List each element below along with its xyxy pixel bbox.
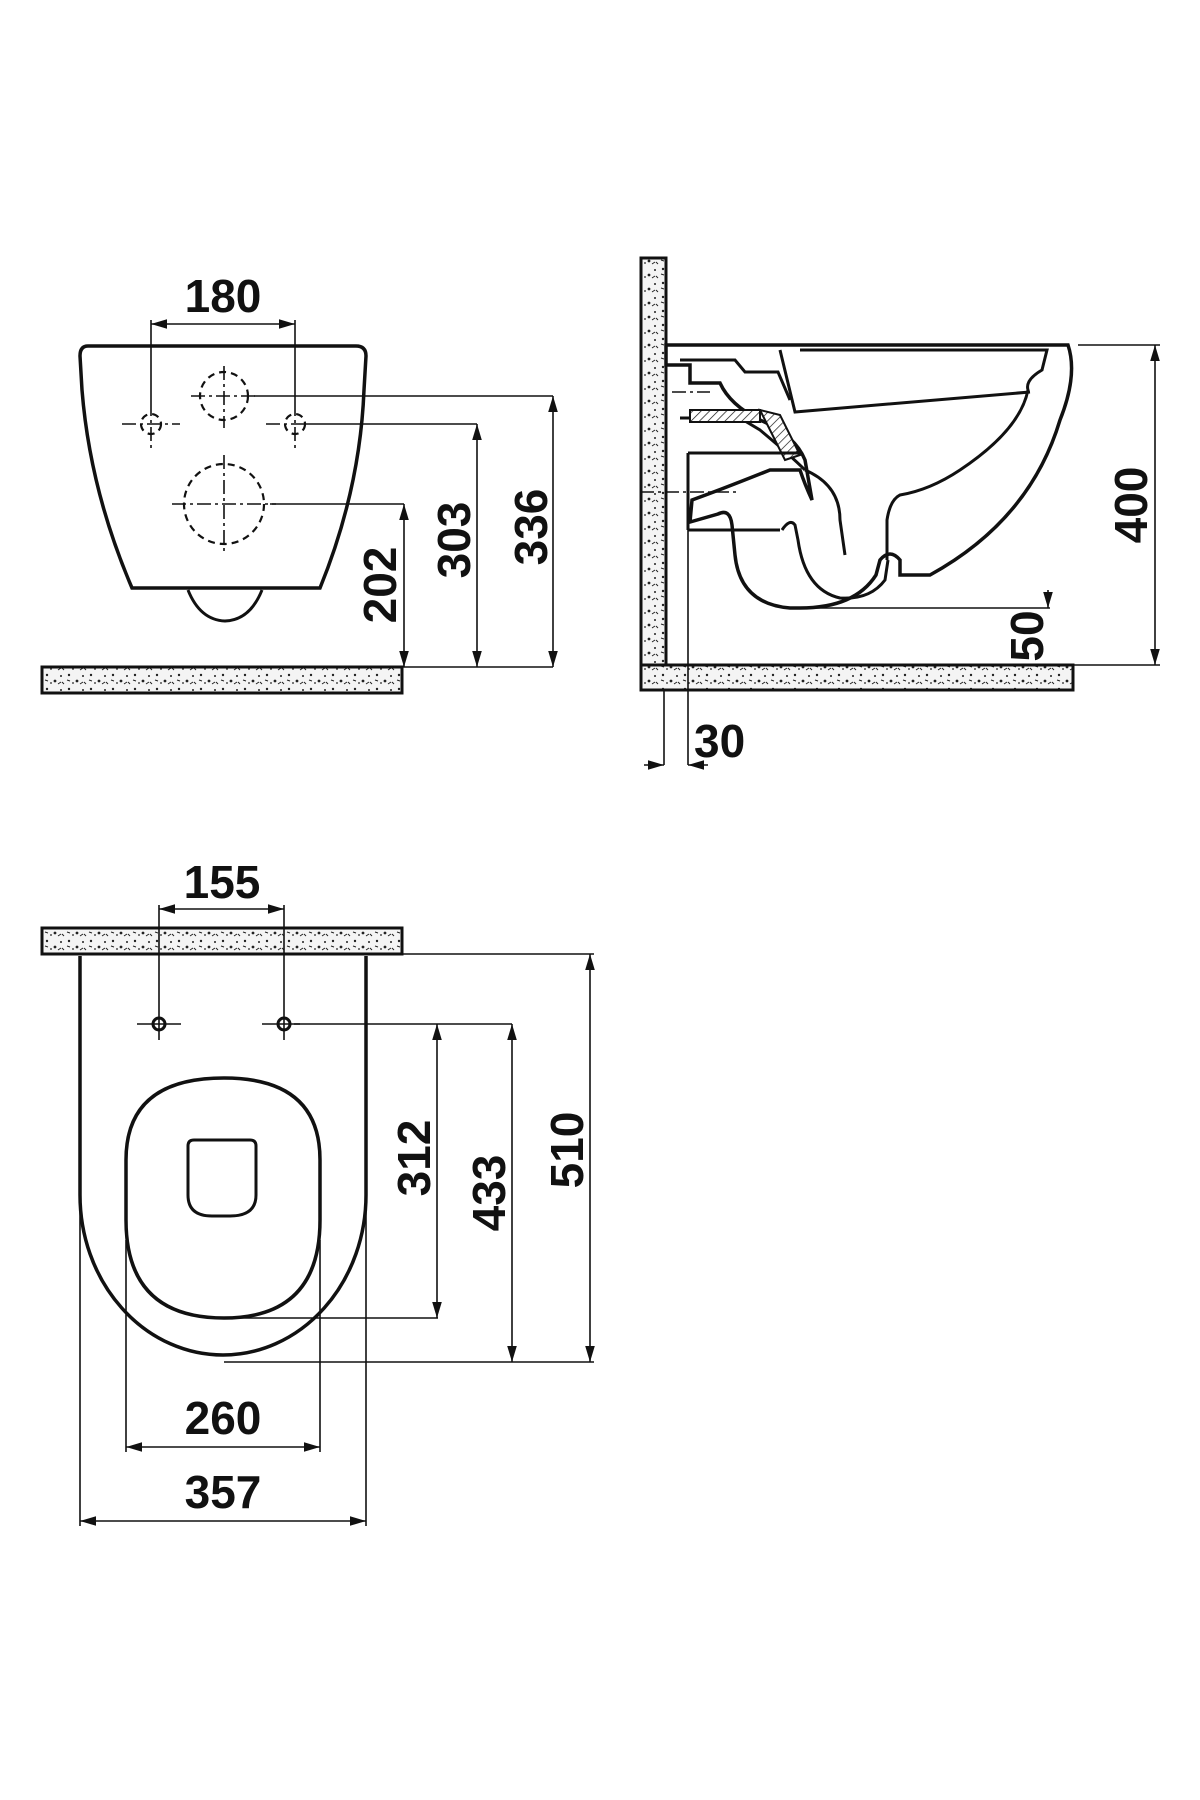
dimension-50: 50	[810, 590, 1053, 662]
svg-text:260: 260	[185, 1392, 262, 1444]
dimension-357: 357	[79, 1195, 367, 1526]
svg-text:312: 312	[388, 1120, 440, 1197]
dimension-312: 312	[388, 1024, 442, 1318]
svg-text:357: 357	[185, 1466, 262, 1518]
seat-outline	[124, 1076, 322, 1320]
top-view: 155 312 433 510 260	[40, 856, 595, 1526]
rim-channel	[778, 349, 1031, 414]
bowl-front-outline	[78, 344, 368, 590]
front-view: 180 202 303 336	[40, 270, 558, 695]
bowl-top-outline	[78, 956, 368, 1357]
dimension-30: 30	[644, 530, 745, 770]
svg-text:433: 433	[463, 1155, 515, 1232]
svg-text:400: 400	[1105, 467, 1157, 544]
inlet-hatched-wall	[689, 409, 761, 423]
svg-text:510: 510	[541, 1112, 593, 1189]
fixing-hole-right	[266, 402, 307, 452]
bowl-section-outline	[664, 343, 1074, 610]
hinge-cover	[186, 1138, 258, 1218]
side-view: 400 50 30	[639, 256, 1160, 770]
svg-text:202: 202	[354, 547, 406, 624]
dimension-202: 202	[354, 504, 409, 667]
fixing-bolt-right	[262, 1012, 300, 1040]
svg-text:30: 30	[694, 715, 745, 767]
dimension-400: 400	[1073, 344, 1160, 666]
fixing-hole-left	[122, 402, 180, 452]
dimension-336: 336	[505, 396, 558, 667]
trap-weir	[804, 468, 847, 556]
svg-text:303: 303	[428, 502, 480, 579]
wall-slab	[639, 256, 668, 692]
floor-slab	[40, 665, 404, 695]
hatched-web	[758, 408, 802, 462]
outlet-pipe	[688, 451, 800, 532]
svg-text:180: 180	[185, 270, 262, 322]
dimension-155: 155	[158, 856, 285, 1012]
dimension-260: 260	[125, 1240, 321, 1452]
dimension-433: 433	[463, 1024, 517, 1362]
svg-text:155: 155	[184, 856, 261, 908]
trap-lobe	[186, 589, 264, 623]
fixing-bolt-left	[137, 1012, 181, 1040]
svg-text:336: 336	[505, 489, 557, 566]
floor-slab	[639, 663, 1075, 692]
svg-text:50: 50	[1001, 610, 1053, 661]
dimension-303: 303	[428, 424, 482, 667]
trap-passage	[780, 520, 890, 600]
bowl-inner	[800, 348, 1049, 560]
wall-slab	[40, 926, 404, 956]
dimension-510: 510	[541, 954, 595, 1362]
dimension-180: 180	[150, 270, 296, 402]
